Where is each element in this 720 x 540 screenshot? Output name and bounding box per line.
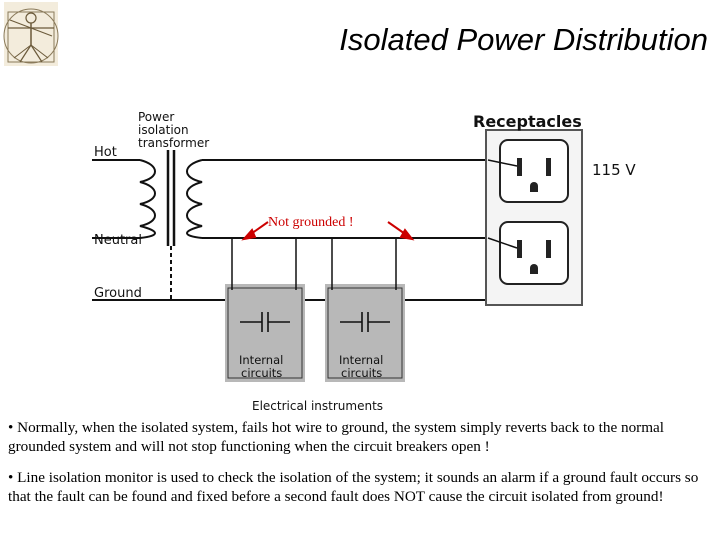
bullet-item: • Normally, when the isolated system, fa… xyxy=(8,419,664,455)
not-grounded-annotation: Not grounded ! xyxy=(268,215,354,230)
bullet-item: • Line isolation monitor is used to chec… xyxy=(8,469,699,505)
internal-circuits-label-1: Internal xyxy=(239,353,283,367)
isolated-power-diagram: Power isolation transformer Hot Neutral … xyxy=(92,110,636,413)
outlet-icon xyxy=(499,139,569,203)
internal-circuits-label-2b: circuits xyxy=(341,366,382,380)
hot-label: Hot xyxy=(94,145,117,160)
capacitor-icon xyxy=(240,312,290,332)
vitruvian-man-icon xyxy=(3,2,59,66)
transformer-label-line-2: isolation xyxy=(138,123,189,137)
primary-coil xyxy=(139,159,156,239)
capacitor-icon xyxy=(340,312,390,332)
bullet-list: • Normally, when the isolated system, fa… xyxy=(8,418,712,506)
ground-label: Ground xyxy=(94,286,142,301)
slide-title: Isolated Power Distribution xyxy=(339,22,708,57)
instruments-caption: Electrical instruments xyxy=(252,399,383,413)
transformer-label-line-1: Power xyxy=(138,110,174,124)
voltage-label: 115 V xyxy=(592,161,636,179)
neutral-label: Neutral xyxy=(94,233,142,248)
internal-circuits-label-1b: circuits xyxy=(241,366,282,380)
receptacles-label: Receptacles xyxy=(473,112,582,131)
instrument-box-1 xyxy=(225,284,305,382)
transformer-label-line-3: transformer xyxy=(138,136,209,150)
outlet-icon xyxy=(499,221,569,285)
secondary-coil xyxy=(186,159,203,239)
internal-circuits-label-2: Internal xyxy=(339,353,383,367)
instrument-box-2 xyxy=(325,284,405,382)
